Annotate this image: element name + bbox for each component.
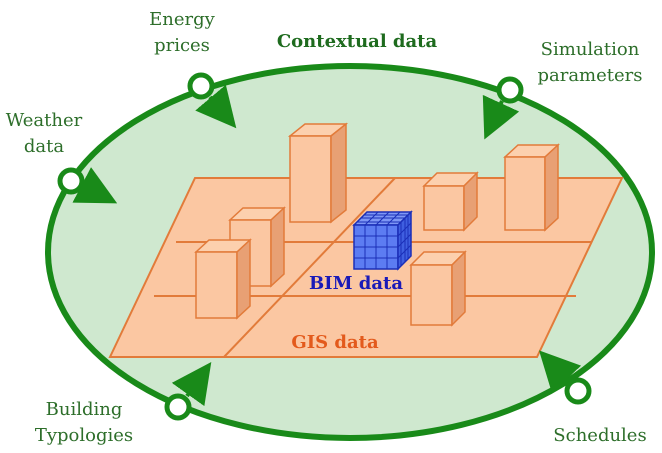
weather-connector [57,167,118,204]
simulation-label-line1: Simulation [541,39,640,60]
energy-label-line1: Energy [149,9,216,30]
building-front-left [194,238,252,320]
building-tall-back [287,122,349,224]
weather-label-line1: Weather [6,110,83,131]
weather-label-line2: data [24,136,64,157]
building-label-line2: Typologies [35,425,133,446]
simulation-connector [482,76,524,140]
building-right-short [422,171,479,232]
gis-data-label: GIS data [291,332,379,353]
building-label-line1: Building [46,399,123,420]
energy-connector [187,72,237,129]
energy-label-line2: prices [154,35,210,56]
building-front-right [409,250,467,327]
building-right-tall [503,143,560,232]
bim-cube [352,210,413,271]
bim-data-label: BIM data [309,273,403,294]
schedules-connector [538,350,592,405]
contextual-data-title: Contextual data [277,31,438,52]
building-connector [164,361,212,421]
schedules-label: Schedules [553,425,646,446]
simulation-label-line2: parameters [537,65,642,86]
